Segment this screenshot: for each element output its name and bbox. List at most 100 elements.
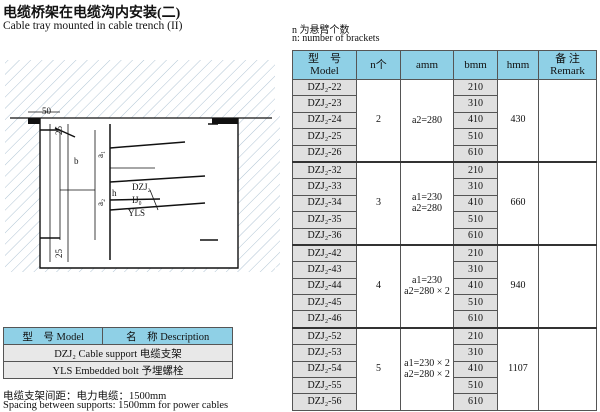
legend-row: DZJ₂ Cable support 电缆支架 <box>3 344 233 362</box>
bmm-cell: 410 <box>453 194 498 213</box>
table-row: DZJ₂-26 610 <box>292 144 597 163</box>
model-cell: DZJ₂-53 <box>292 344 357 362</box>
n-cell: 2 <box>356 78 401 163</box>
bmm-cell: 210 <box>453 78 498 97</box>
table-row: DZJ₂-54 410 <box>292 360 597 379</box>
legend-header-description: 名 称 Description <box>102 327 233 345</box>
bmm-cell: 410 <box>453 111 498 130</box>
hmm-cell: 660 <box>497 160 539 246</box>
header-bmm: bmm <box>453 50 498 80</box>
bmm-cell: 210 <box>453 326 498 346</box>
table-row: DZJ₂-25 510 <box>292 128 597 146</box>
model-cell: DZJ₂-42 <box>292 243 357 263</box>
model-cell: DZJ₂-24 <box>292 111 357 130</box>
header-n: n个 <box>356 50 401 80</box>
remark-cell <box>538 243 597 329</box>
legend-table: 型 号 Model 名 称 Description DZJ₂ Cable sup… <box>2 327 233 379</box>
n-cell: 3 <box>356 160 401 246</box>
table-row: DZJ₂-35 510 <box>292 211 597 229</box>
dim-50-label: 50 <box>42 106 52 116</box>
model-cell: DZJ₂-25 <box>292 128 357 146</box>
remark-cell <box>538 326 597 411</box>
footer-note-en: Spacing between supports: 1500mm for pow… <box>3 400 229 411</box>
bmm-cell: 510 <box>453 128 498 146</box>
model-cell: DZJ₂-33 <box>292 178 357 196</box>
bmm-cell: 210 <box>453 243 498 263</box>
table-row: DZJ₂-45 510 <box>292 294 597 312</box>
model-cell: DZJ₂-55 <box>292 377 357 395</box>
amm-cell: a1=230 a2=280 <box>400 160 454 246</box>
bmm-cell: 210 <box>453 160 498 180</box>
trench-wall <box>5 60 280 272</box>
model-cell: DZJ₂-43 <box>292 261 357 279</box>
bracket-count-note-cn: n 为悬臂个数 <box>292 25 350 36</box>
model-cell: DZJ₂-26 <box>292 144 357 163</box>
table-row: DZJ₂-24 410 <box>292 111 597 130</box>
header-hmm: hmm <box>497 50 539 80</box>
hmm-cell: 430 <box>497 78 539 163</box>
dim-25-top-label: 25 <box>54 126 64 136</box>
dim-a1-label: a₁ <box>95 151 105 158</box>
dim-a2-label: a₂ <box>95 199 105 206</box>
bracket-count-note-en: n: number of brackets <box>292 33 380 44</box>
model-cell: DZJ₂-46 <box>292 310 357 329</box>
legend-row: YLS Embedded bolt 予埋螺栓 <box>3 361 233 379</box>
table-row: DZJ₂-44 410 <box>292 277 597 296</box>
model-cell: DZJ₂-22 <box>292 78 357 97</box>
table-row: DZJ₂-53 310 <box>292 344 597 362</box>
bmm-cell: 410 <box>453 360 498 379</box>
page-subtitle: Cable tray mounted in cable trench (II) <box>3 20 183 32</box>
dim-b-label: b <box>74 156 79 166</box>
amm-cell: a2=280 <box>400 78 454 163</box>
model-cell: DZJ₂-52 <box>292 326 357 346</box>
hmm-cell: 1107 <box>497 326 539 411</box>
page-title: 电缆桥架在电缆沟内安装(二) <box>3 6 181 21</box>
amm-cell: a1=230 × 2 a2=280 × 2 <box>400 326 454 411</box>
table-row: DZJ₂-23 310 <box>292 95 597 113</box>
table-row: DZJ₂-33 310 <box>292 178 597 196</box>
bmm-cell: 310 <box>453 178 498 196</box>
bmm-cell: 310 <box>453 261 498 279</box>
n-cell: 4 <box>356 243 401 329</box>
remark-cell <box>538 78 597 163</box>
table-row: DZJ₂-55 510 <box>292 377 597 395</box>
callout-yls: YLS <box>128 208 145 218</box>
callout-dzj: DZJ₂ <box>132 182 151 192</box>
brackets <box>40 123 218 241</box>
model-cell: DZJ₂-23 <box>292 95 357 113</box>
bmm-cell: 510 <box>453 294 498 312</box>
model-cell: DZJ₂-56 <box>292 393 357 411</box>
bmm-cell: 510 <box>453 377 498 395</box>
table-row: DZJ₂-43 310 <box>292 261 597 279</box>
callout-ij: IJ₀ <box>132 195 142 205</box>
remark-cell <box>538 160 597 246</box>
bmm-cell: 310 <box>453 344 498 362</box>
bmm-cell: 610 <box>453 144 498 163</box>
dim-h-label: h <box>112 188 117 198</box>
bmm-cell: 310 <box>453 95 498 113</box>
model-cell: DZJ₂-45 <box>292 294 357 312</box>
model-cell: DZJ₂-36 <box>292 227 357 246</box>
legend-header-model: 型 号 Model <box>2 327 104 345</box>
footer-note-cn: 电缆支架间距：电力电缆：1500mm <box>3 391 167 402</box>
table-row: DZJ₂-34 410 <box>292 194 597 213</box>
amm-cell: a1=230 a2=280 × 2 <box>400 243 454 329</box>
model-cell: DZJ₂-32 <box>292 160 357 180</box>
model-cell: DZJ₂-34 <box>292 194 357 213</box>
bmm-cell: 510 <box>453 211 498 229</box>
trench-cross-section-drawing: 50 25 25 a₁ a₂ b h DZJ₂ IJ₀ YLS <box>5 60 280 272</box>
bmm-cell: 610 <box>453 227 498 246</box>
model-cell: DZJ₂-44 <box>292 277 357 296</box>
model-cell: DZJ₂-35 <box>292 211 357 229</box>
n-cell: 5 <box>356 326 401 411</box>
dim-25-bottom-label: 25 <box>54 249 64 259</box>
header-amm: amm <box>400 50 454 80</box>
bmm-cell: 410 <box>453 277 498 296</box>
model-cell: DZJ₂-54 <box>292 360 357 379</box>
